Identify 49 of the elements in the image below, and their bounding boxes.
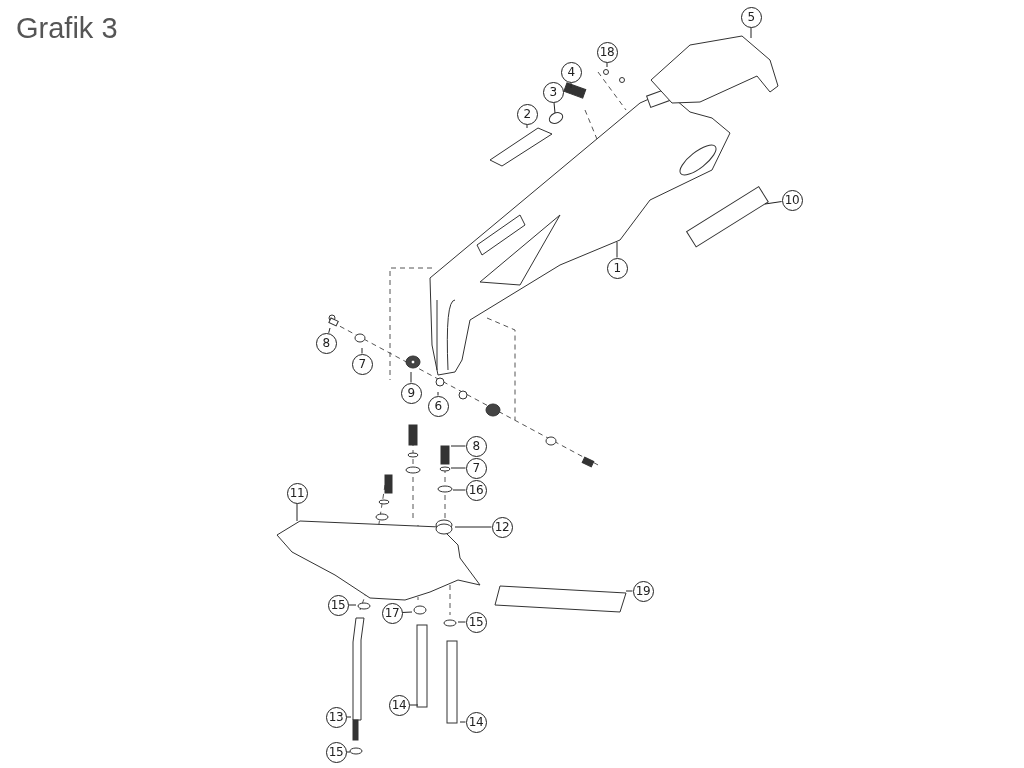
leader-line bbox=[452, 489, 466, 491]
callout-number: 2 bbox=[516, 103, 538, 125]
callout-number: 12 bbox=[491, 516, 513, 538]
leader-line bbox=[625, 590, 633, 592]
callout-number: 1 bbox=[606, 257, 628, 279]
callout-number: 7 bbox=[351, 353, 373, 375]
callout-number: 8 bbox=[465, 435, 487, 457]
callout-number: 13 bbox=[325, 706, 347, 728]
leader-line bbox=[450, 445, 466, 447]
leader-line bbox=[750, 27, 752, 39]
callout-number: 7 bbox=[465, 457, 487, 479]
callout-number: 11 bbox=[286, 482, 308, 504]
leader-line bbox=[296, 503, 298, 522]
callout-number: 3 bbox=[542, 81, 564, 103]
leader-line bbox=[606, 62, 608, 68]
callout-number: 14 bbox=[465, 711, 487, 733]
leader-line bbox=[361, 347, 363, 354]
leader-line bbox=[437, 391, 439, 396]
leader-line bbox=[553, 101, 556, 114]
leader-line bbox=[348, 604, 357, 606]
callout-number: 15 bbox=[465, 611, 487, 633]
leader-line bbox=[346, 716, 352, 718]
callout-number: 10 bbox=[781, 189, 803, 211]
leader-line bbox=[459, 721, 466, 723]
leader-line bbox=[570, 82, 572, 89]
leader-line bbox=[409, 704, 419, 706]
leader-line bbox=[410, 371, 412, 383]
callout-number: 8 bbox=[315, 332, 337, 354]
leader-line bbox=[346, 751, 351, 753]
callout-number: 6 bbox=[427, 395, 449, 417]
callout-number: 17 bbox=[381, 602, 403, 624]
callout-number: 19 bbox=[632, 580, 654, 602]
leader-line bbox=[454, 526, 492, 528]
callout-number: 15 bbox=[327, 594, 349, 616]
callout-number: 14 bbox=[388, 694, 410, 716]
leader-line bbox=[328, 327, 331, 334]
callout-number: 16 bbox=[465, 479, 487, 501]
leader-line bbox=[402, 611, 413, 613]
callout-number: 15 bbox=[325, 741, 347, 763]
leader-line bbox=[450, 467, 466, 469]
callout-number: 4 bbox=[560, 61, 582, 83]
callout-number: 5 bbox=[740, 6, 762, 28]
callout-number: 9 bbox=[400, 382, 422, 404]
callout-number: 18 bbox=[596, 41, 618, 63]
leader-line bbox=[616, 241, 618, 258]
leader-line bbox=[457, 621, 466, 623]
leader-line bbox=[764, 201, 783, 205]
leader-line bbox=[526, 124, 528, 129]
figure-title: Grafik 3 bbox=[16, 12, 118, 45]
